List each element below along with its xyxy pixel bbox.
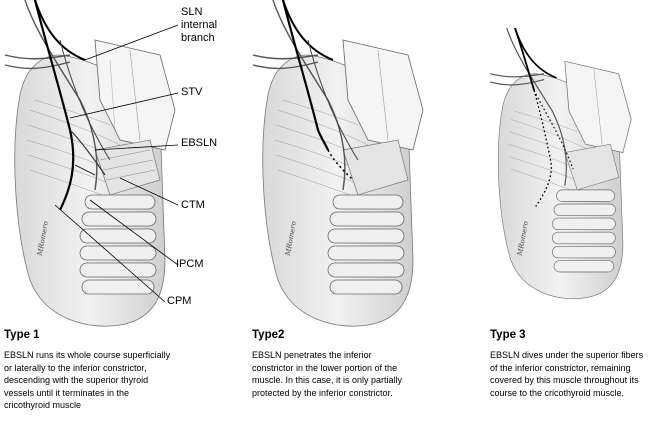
trachea-rings bbox=[552, 189, 616, 273]
label-ebsln: EBSLN bbox=[181, 137, 218, 149]
larynx-illustration-type-3 bbox=[490, 27, 632, 299]
sln-internal-branch bbox=[514, 27, 557, 79]
panel-description: EBSLN runs its whole course superficiall… bbox=[4, 350, 171, 411]
label-ctm: CTM bbox=[181, 199, 205, 211]
panel-description: EBSLN dives under the superior fibers of… bbox=[490, 350, 644, 398]
label-stv: STV bbox=[181, 86, 203, 98]
trachea-rings bbox=[327, 194, 405, 295]
label-ipcm: IPCM bbox=[176, 258, 204, 270]
ebsln-nerve bbox=[514, 27, 535, 91]
panel-type-2: MRomero Type2 EBSLN penetrates the infer… bbox=[248, 0, 471, 428]
ebsln-nerve-covered bbox=[327, 149, 354, 181]
panel-title: Type 3 bbox=[490, 329, 526, 341]
panel-type-3: MRomero Type 3 EBSLN dives under the sup… bbox=[486, 0, 671, 428]
panel-type-1: SLN internal branch STV EBSLN CTM IPCM C… bbox=[0, 0, 223, 428]
cricothyroid-muscle bbox=[342, 139, 409, 196]
larynx-illustration-type-2 bbox=[252, 0, 424, 327]
ebsln-nerve bbox=[33, 0, 75, 211]
panel-title: Type2 bbox=[252, 329, 285, 341]
cricothyroid-muscle bbox=[564, 143, 620, 191]
panel-title: Type 1 bbox=[4, 329, 40, 341]
larynx-illustration-type-1 bbox=[4, 0, 176, 327]
label-cpm: CPM bbox=[167, 295, 192, 307]
label-sln-internal-branch: SLN internal branch bbox=[181, 6, 218, 44]
panel-description: EBSLN penetrates the inferior constricto… bbox=[252, 350, 403, 398]
ebsln-nerve bbox=[281, 0, 330, 151]
